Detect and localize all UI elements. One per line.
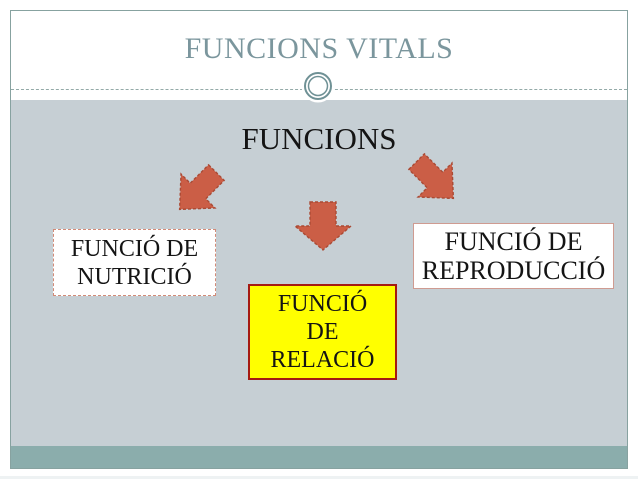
arrow-down-right-icon: [407, 152, 455, 200]
slide: FUNCIONS VITALS FUNCIONS FUNCIÓ DE NUTRI…: [10, 10, 628, 469]
heading-funcions: FUNCIONS: [241, 121, 397, 156]
box-line: FUNCIÓ DE: [444, 227, 583, 256]
arrow-down-icon: [294, 201, 352, 251]
box-funcio-nutricio: FUNCIÓ DE NUTRICIÓ: [53, 229, 216, 296]
box-line: RELACIÓ: [270, 347, 375, 373]
box-funcio-reproduccio: FUNCIÓ DE REPRODUCCIÓ: [413, 223, 614, 289]
box-line: NUTRICIÓ: [77, 263, 192, 290]
box-line: REPRODUCCIÓ: [421, 256, 606, 285]
box-line: FUNCIÓ DE: [70, 235, 199, 262]
box-line: FUNCIÓ: [277, 291, 368, 317]
box-funcio-relacio: FUNCIÓ DE RELACIÓ: [248, 284, 397, 380]
footer-band: [11, 446, 627, 468]
bottom-hairline: [0, 476, 638, 479]
arrow-down-left-icon: [178, 163, 226, 211]
slide-title: FUNCIONS VITALS: [184, 32, 454, 65]
box-line: DE: [306, 319, 339, 345]
circle-ornament-icon: [301, 69, 335, 103]
